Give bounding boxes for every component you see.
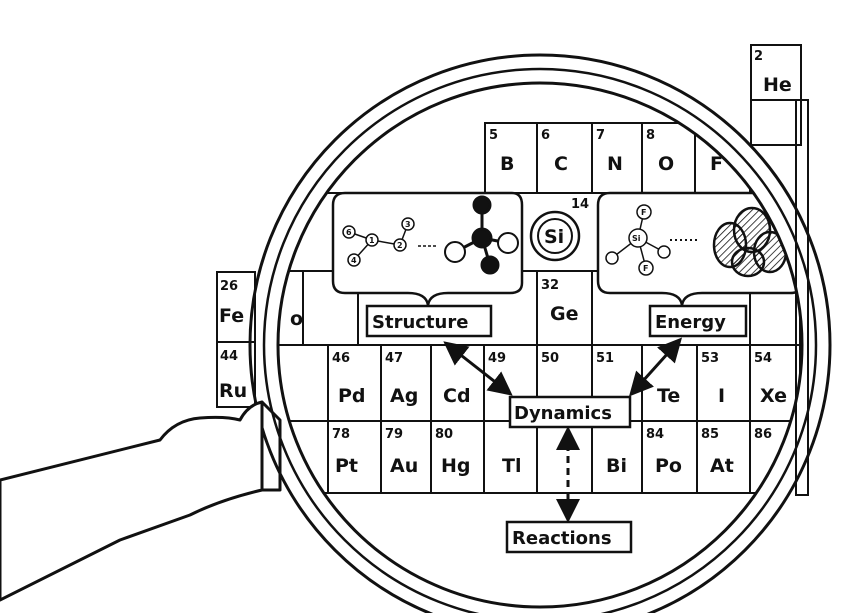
element-number-hg: 80 [435,427,453,442]
element-symbol-hg: Hg [441,455,471,477]
element-symbol-c: C [554,153,568,175]
element-symbol-pt: Pt [335,455,358,477]
atom-label-f: F [641,208,646,217]
element-symbol-ag: Ag [390,385,418,407]
element-symbol-tl: Tl [502,455,521,477]
element-number-si: 14 [571,197,589,212]
element-number-pt: 78 [332,427,350,442]
element-symbol-n: N [607,153,623,175]
element-number-rn: 86 [754,427,772,442]
element-symbol-au: Au [390,455,418,477]
energy-label-box: Energy [650,306,746,336]
dynamics-label-box: Dynamics [510,397,630,427]
element-number-at: 85 [701,427,719,442]
element-number-au: 79 [385,427,403,442]
element-symbol-he: He [763,74,792,96]
energy-callout: Si F F [598,193,802,305]
element-number-po: 84 [646,427,664,442]
hand-holding-magnifier [0,402,280,600]
element-number-n: 7 [596,128,605,143]
element-number-c: 6 [541,128,550,143]
silicon-highlight: 14 Si [531,197,589,260]
reactions-label: Reactions [512,528,612,549]
atom-label: 3 [405,220,411,229]
atom-label: 2 [397,241,403,250]
lens-view: 5 B 6 C 7 N 8 O 9 F o 32 Ge 46 Pd 47 Ag … [255,123,802,552]
element-number-he: 2 [754,49,763,64]
element-symbol-i: I [718,385,725,407]
energy-label: Energy [655,312,726,333]
element-symbol-pd: Pd [338,385,366,407]
dynamics-label: Dynamics [514,403,612,424]
element-symbol-si: Si [544,226,564,248]
element-number-xe: 54 [754,351,772,366]
element-number-i: 53 [701,351,719,366]
element-number-ag: 47 [385,351,403,366]
element-number-pd: 46 [332,351,350,366]
element-number-ru: 44 [220,349,238,364]
element-symbol-fe: Fe [219,305,244,327]
element-symbol-ge: Ge [550,303,578,325]
element-number-ge: 32 [541,278,559,293]
element-number-sn: 50 [541,351,559,366]
element-symbol-o: O [658,153,674,175]
element-number-o: 8 [646,128,655,143]
reactions-label-box: Reactions [507,522,631,552]
atom-label: 1 [369,236,375,245]
atom-label: 4 [351,256,357,265]
structure-label: Structure [372,312,468,333]
element-symbol-bi: Bi [606,455,627,477]
structure-label-box: Structure [367,306,491,336]
structure-callout: 6 1 2 3 4 [333,193,522,305]
element-symbol-ru: Ru [219,380,247,402]
element-symbol-xe: Xe [760,385,787,407]
element-symbol-co: o [290,308,303,330]
element-number-sb: 51 [596,351,614,366]
element-symbol-b: B [500,153,514,175]
element-symbol-po: Po [655,455,682,477]
atom-label: 6 [346,228,352,237]
element-symbol-at: At [710,455,734,477]
element-number-fe: 26 [220,279,238,294]
atom-label-f: F [643,264,648,273]
element-symbol-te: Te [657,385,680,407]
atom-label-si: Si [632,234,641,243]
element-number-in: 49 [488,351,506,366]
element-number-b: 5 [489,128,498,143]
concept-arrows [448,342,678,517]
element-symbol-cd: Cd [443,385,471,407]
